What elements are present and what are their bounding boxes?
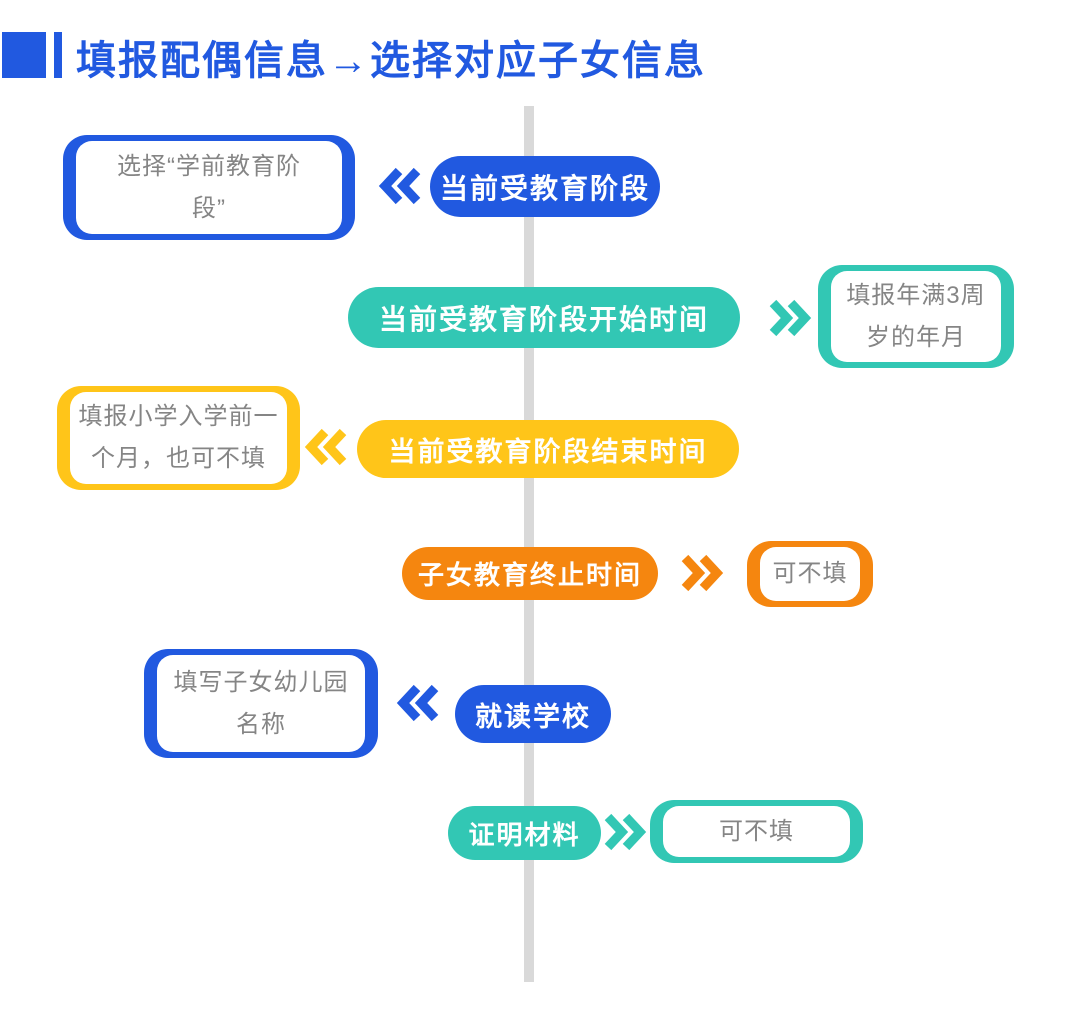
note-text: 可不填	[760, 547, 860, 601]
chevron-right-icon	[601, 812, 647, 852]
pill-materials: 证明材料	[448, 806, 601, 860]
note-box-termination-time: 可不填	[747, 541, 873, 607]
note-box-education-stage: 选择“学前教育阶 段”	[63, 135, 355, 240]
chevron-right-icon	[678, 553, 724, 593]
note-text: 填报小学入学前一 个月，也可不填	[70, 392, 287, 484]
note-box-stage-end-time: 填报小学入学前一 个月，也可不填	[57, 386, 300, 490]
pill-stage-start-time: 当前受教育阶段开始时间	[348, 287, 740, 348]
chevron-left-icon	[304, 427, 350, 467]
note-text: 填报年满3周 岁的年月	[831, 271, 1001, 362]
pill-school: 就读学校	[455, 685, 611, 743]
note-box-materials: 可不填	[650, 800, 863, 863]
title-bar-accent	[54, 32, 62, 78]
pill-education-stage: 当前受教育阶段	[430, 156, 660, 217]
note-box-school: 填写子女幼儿园 名称	[144, 649, 378, 758]
pill-stage-end-time: 当前受教育阶段结束时间	[357, 420, 739, 478]
page-title: 填报配偶信息→选择对应子女信息	[76, 39, 706, 83]
title-square-accent	[2, 32, 46, 78]
note-text: 选择“学前教育阶 段”	[76, 141, 342, 234]
chevron-right-icon	[766, 298, 812, 338]
note-text: 填写子女幼儿园 名称	[157, 655, 365, 752]
pill-termination-time: 子女教育终止时间	[402, 547, 658, 600]
chevron-left-icon	[396, 683, 442, 723]
note-text: 可不填	[663, 806, 850, 857]
note-box-stage-start-time: 填报年满3周 岁的年月	[818, 265, 1014, 368]
timeline-line	[524, 106, 534, 982]
chevron-left-icon	[378, 166, 424, 206]
